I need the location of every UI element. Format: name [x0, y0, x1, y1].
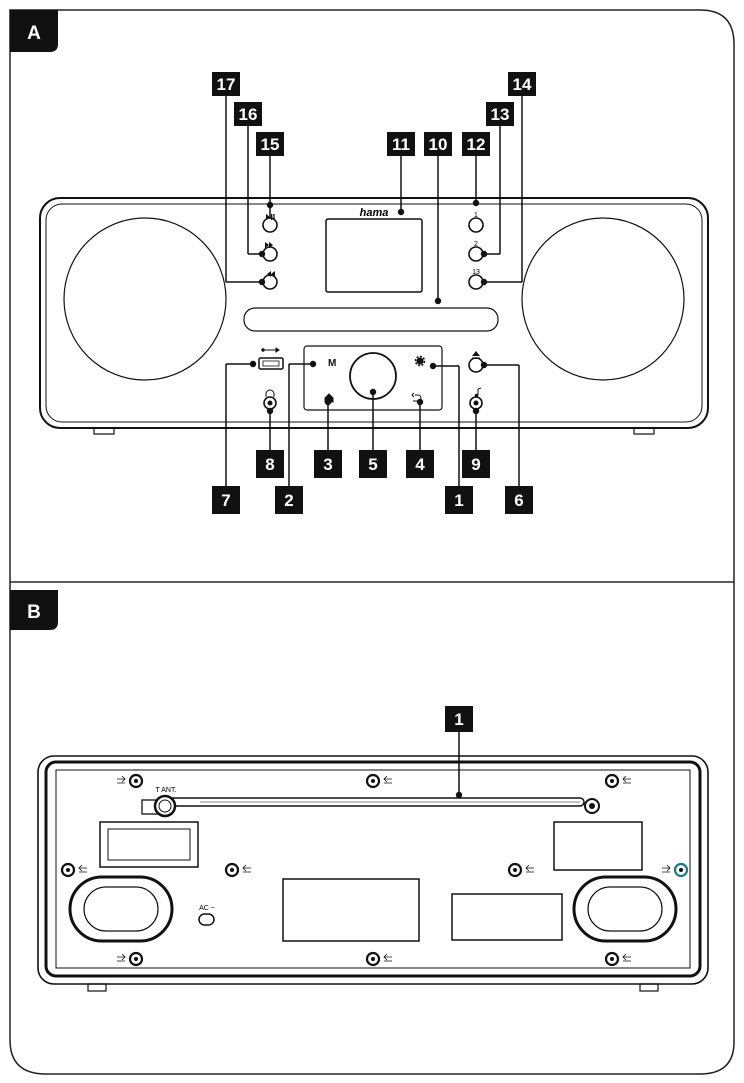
- callout-8: 8: [256, 450, 284, 478]
- svg-text:2: 2: [284, 491, 293, 510]
- svg-text:17: 17: [217, 75, 236, 94]
- svg-text:4: 4: [415, 455, 425, 474]
- callout-7: 7: [212, 486, 240, 514]
- skip-forward-icon: [265, 242, 273, 248]
- gear-icon: [414, 355, 426, 367]
- back-label-left: [99, 821, 199, 868]
- svg-text:7: 7: [221, 491, 230, 510]
- back-label-right: [553, 821, 643, 871]
- callout-15: 15: [256, 132, 284, 156]
- cd-slot: [243, 307, 499, 332]
- bass-port-left: [68, 875, 174, 943]
- callout-14: 14: [508, 72, 536, 96]
- callout-16: 16: [234, 102, 262, 126]
- rating-plate-right: [451, 893, 563, 941]
- svg-text:12: 12: [467, 135, 486, 154]
- callout-11: 11: [387, 132, 415, 156]
- rating-plate-center: [282, 878, 420, 942]
- back-callout-1: 1: [445, 706, 473, 732]
- svg-text:A: A: [27, 23, 41, 44]
- callout-5: 5: [359, 450, 387, 478]
- antenna-hinge: [153, 794, 177, 818]
- svg-text:B: B: [27, 602, 41, 623]
- skip-back-icon: [267, 271, 275, 277]
- svg-text:11: 11: [392, 135, 410, 154]
- back-foot-left: [87, 983, 107, 992]
- callout-12: 12: [462, 132, 490, 156]
- back-foot-right: [639, 983, 659, 992]
- menu-m-mark: M: [328, 358, 336, 369]
- front-view: [39, 197, 709, 435]
- callout-17: 17: [212, 72, 240, 96]
- antenna-label: T ANT.: [156, 787, 177, 794]
- section-label-a: A: [10, 10, 58, 52]
- play-pause-button[interactable]: [262, 217, 278, 233]
- speaker-left: [63, 217, 227, 381]
- callout-13: 13: [486, 102, 514, 126]
- play-pause-icon: [266, 214, 275, 220]
- svg-text:13: 13: [491, 105, 510, 124]
- foot-right: [633, 427, 655, 435]
- callout-10: 10: [424, 132, 452, 156]
- radio-front-body: [39, 197, 709, 429]
- display-screen: [325, 218, 423, 293]
- outer-frame: [9, 9, 735, 1075]
- svg-text:6: 6: [514, 491, 523, 510]
- callout-3: 3: [314, 450, 342, 478]
- svg-text:1: 1: [454, 491, 463, 510]
- preset-2-mark: 2: [474, 241, 478, 248]
- svg-text:16: 16: [239, 105, 258, 124]
- speaker-right: [521, 217, 685, 381]
- ac-socket: [198, 913, 215, 926]
- svg-text:5: 5: [368, 455, 377, 474]
- callout-2: 2: [275, 486, 303, 514]
- svg-text:14: 14: [513, 75, 532, 94]
- usb-icon: [261, 347, 280, 353]
- bass-port-right: [572, 875, 678, 943]
- music-note-icon: [474, 387, 482, 398]
- section-label-b: B: [10, 590, 58, 630]
- screw-arrow-marks: [78, 775, 671, 962]
- ac-label: AC ~: [199, 905, 215, 912]
- brand-logo: hama: [360, 207, 389, 219]
- svg-text:1: 1: [454, 710, 463, 729]
- radio-back-body: [37, 755, 709, 985]
- callout-6: 6: [505, 486, 533, 514]
- svg-text:8: 8: [265, 455, 274, 474]
- preset-3-mark: 13: [472, 269, 480, 276]
- preset-1-mark: 1: [474, 212, 478, 219]
- foot-left: [93, 427, 115, 435]
- svg-text:10: 10: [429, 135, 448, 154]
- svg-text:9: 9: [471, 455, 480, 474]
- callout-9: 9: [462, 450, 490, 478]
- svg-text:3: 3: [323, 455, 332, 474]
- eject-icon: [472, 351, 480, 359]
- headphones-icon: [265, 389, 275, 397]
- callout-4: 4: [406, 450, 434, 478]
- callout-1: 1: [445, 486, 473, 514]
- svg-text:15: 15: [261, 135, 280, 154]
- preset-1-button[interactable]: [468, 217, 484, 233]
